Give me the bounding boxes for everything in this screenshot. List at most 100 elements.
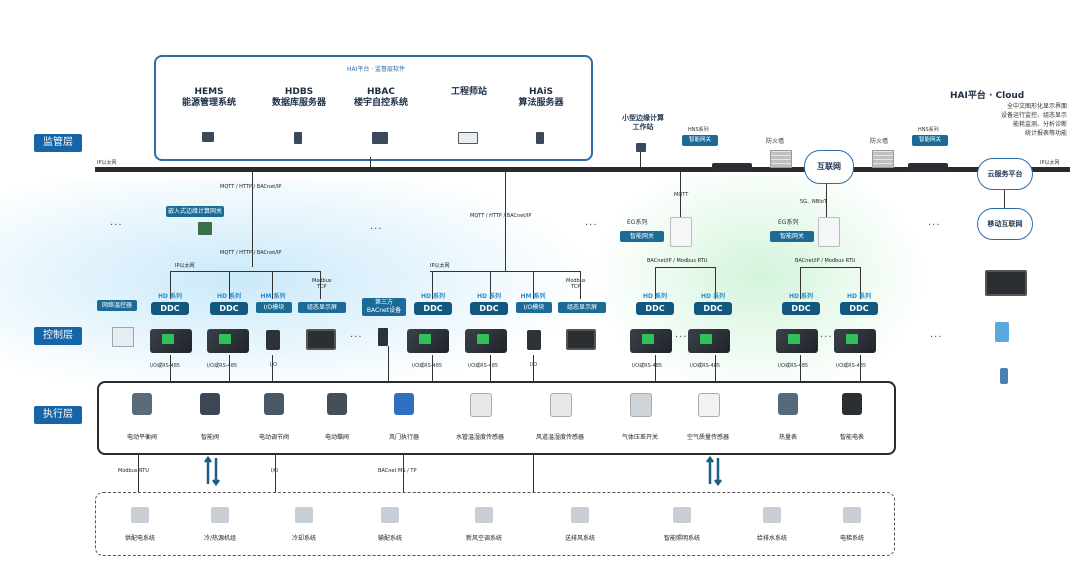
system-icon bbox=[475, 507, 493, 523]
ddc-badge: DDC bbox=[636, 302, 674, 315]
io-module-badge: I/O模块 bbox=[256, 302, 292, 313]
drop bbox=[272, 271, 273, 299]
gateway-device-icon bbox=[670, 217, 692, 247]
system-icon bbox=[673, 507, 691, 523]
ip-label: IP以太网 bbox=[175, 263, 195, 269]
router-icon bbox=[908, 163, 948, 172]
drop bbox=[432, 271, 433, 299]
ddc-controller-icon bbox=[465, 329, 507, 353]
server-title-2: 算法服务器 bbox=[518, 98, 564, 108]
ddc-controller-icon bbox=[150, 329, 192, 353]
execute-device-icon bbox=[550, 393, 572, 417]
control-bus-left bbox=[170, 271, 320, 272]
firewall-icon bbox=[872, 150, 894, 168]
drop bbox=[272, 355, 273, 381]
edge-gateway-badge: 嵌入式边缘计算网关 bbox=[166, 206, 225, 217]
third-party-bacnet-badge: 第三方 BACnet设备 bbox=[362, 298, 406, 316]
ddc-badge: DDC bbox=[840, 302, 878, 315]
thermostat-icon bbox=[112, 327, 134, 347]
hm-series-label: HM 系列 bbox=[254, 291, 292, 300]
io-rs485-label: I/O或RS-485 bbox=[690, 363, 721, 369]
cloud-link bbox=[1004, 190, 1005, 208]
system-icon bbox=[381, 507, 399, 523]
drop bbox=[490, 355, 491, 381]
bacnet-ms-tp-label: BACnet MS / TP bbox=[378, 468, 417, 474]
system-label: 供配电系统 bbox=[124, 535, 155, 542]
hns-gateway-right: 智能网关 bbox=[912, 135, 948, 146]
drop bbox=[680, 172, 681, 217]
server-engineer-station: 工程师站 bbox=[424, 87, 514, 144]
hd-series: HD 系列 bbox=[846, 293, 872, 300]
ellipsis: ··· bbox=[675, 332, 688, 343]
server-title-1: 工程师站 bbox=[450, 87, 487, 97]
display-screen-icon bbox=[566, 329, 596, 350]
edge-device-icon bbox=[636, 143, 646, 152]
system-label: 电梯系统 bbox=[839, 535, 864, 542]
top-box-connector bbox=[370, 157, 371, 167]
control-bus-mid bbox=[430, 271, 580, 272]
io-module-icon bbox=[527, 330, 541, 350]
system-icon bbox=[211, 507, 229, 523]
system-label: 给排水系统 bbox=[756, 535, 787, 542]
control-bus bbox=[800, 267, 860, 268]
execute-device-label: 空气质量传感器 bbox=[686, 434, 729, 441]
ddc-controller-icon bbox=[776, 329, 818, 353]
ddc-controller-icon bbox=[407, 329, 449, 353]
edge-title-1: 小型边缘计算 bbox=[622, 114, 664, 122]
execute-layer-box bbox=[97, 381, 896, 455]
ellipsis: ··· bbox=[820, 332, 833, 343]
system-label: 新风空调系统 bbox=[465, 535, 502, 542]
drop bbox=[170, 271, 171, 299]
ellipsis: ··· bbox=[928, 220, 941, 231]
control-bus bbox=[655, 267, 715, 268]
link-line bbox=[275, 453, 276, 492]
tablet-icon bbox=[995, 322, 1009, 342]
system-icon bbox=[131, 507, 149, 523]
cloud-service-platform: 云服务平台 bbox=[977, 158, 1033, 190]
server-hbac: HBAC 楼宇自控系统 bbox=[336, 87, 426, 144]
router-icon bbox=[712, 163, 752, 172]
ethernet-bus bbox=[95, 167, 1070, 172]
drop bbox=[655, 267, 656, 299]
system-label: 送排风系统 bbox=[564, 535, 595, 542]
firewall-label-right: 防火墙 bbox=[870, 138, 889, 145]
execute-device-label: 热量表 bbox=[778, 434, 797, 441]
server-title-2: 数据库服务器 bbox=[271, 98, 326, 108]
execute-device-icon bbox=[327, 393, 347, 415]
drop bbox=[432, 355, 433, 381]
server-title-1: HEMS bbox=[194, 87, 224, 97]
bus-label-left: IP以太网 bbox=[97, 160, 117, 166]
system-icon bbox=[295, 507, 313, 523]
cloud-service-label: 云服务平台 bbox=[987, 170, 1023, 178]
system-label: 冷却系统 bbox=[291, 535, 316, 542]
drop bbox=[800, 267, 801, 299]
ddc-badge: DDC bbox=[694, 302, 732, 315]
io-rs485-label: I/O或RS-485 bbox=[150, 363, 181, 369]
execute-device-label: 智能电表 bbox=[839, 434, 864, 441]
io-rs485-label: I/O或RS-485 bbox=[207, 363, 238, 369]
mid-drop bbox=[505, 172, 506, 272]
eg-gateway-badge: 智能网关 bbox=[770, 231, 814, 242]
hd-series: HD 系列 bbox=[157, 293, 183, 300]
execute-device-icon bbox=[842, 393, 862, 415]
execute-device-icon bbox=[132, 393, 152, 415]
phone-icon bbox=[1000, 368, 1008, 384]
hns-series-right: HNS系列 bbox=[918, 127, 939, 133]
io-rs485-label: I/O或RS-485 bbox=[412, 363, 443, 369]
hns-series-left: HNS系列 bbox=[688, 127, 709, 133]
server-tower-icon bbox=[294, 132, 302, 144]
drop bbox=[860, 267, 861, 299]
hd-series-label: HD 系列 bbox=[151, 291, 189, 300]
eg-series: EG系列 bbox=[778, 219, 799, 226]
hns-gateway-left: 智能网关 bbox=[682, 135, 718, 146]
execute-device-label: 电动平衡阀 bbox=[126, 434, 157, 441]
5g-label: 5G、NBIoT bbox=[800, 199, 827, 205]
server-hdbs: HDBS 数据库服务器 bbox=[254, 87, 344, 144]
modbus-rtu-label: Modbus RTU bbox=[118, 468, 149, 474]
layer-label-execute: 执行层 bbox=[34, 406, 82, 424]
drop bbox=[715, 267, 716, 299]
hns-name: 智能网关 bbox=[688, 137, 711, 143]
execute-device-label: 电动调节阀 bbox=[258, 434, 289, 441]
edge-workstation-label: 小型边缘计算 工作站 bbox=[608, 114, 678, 132]
protocol-label: MQTT / HTTP / BACnet/IP bbox=[220, 184, 282, 190]
